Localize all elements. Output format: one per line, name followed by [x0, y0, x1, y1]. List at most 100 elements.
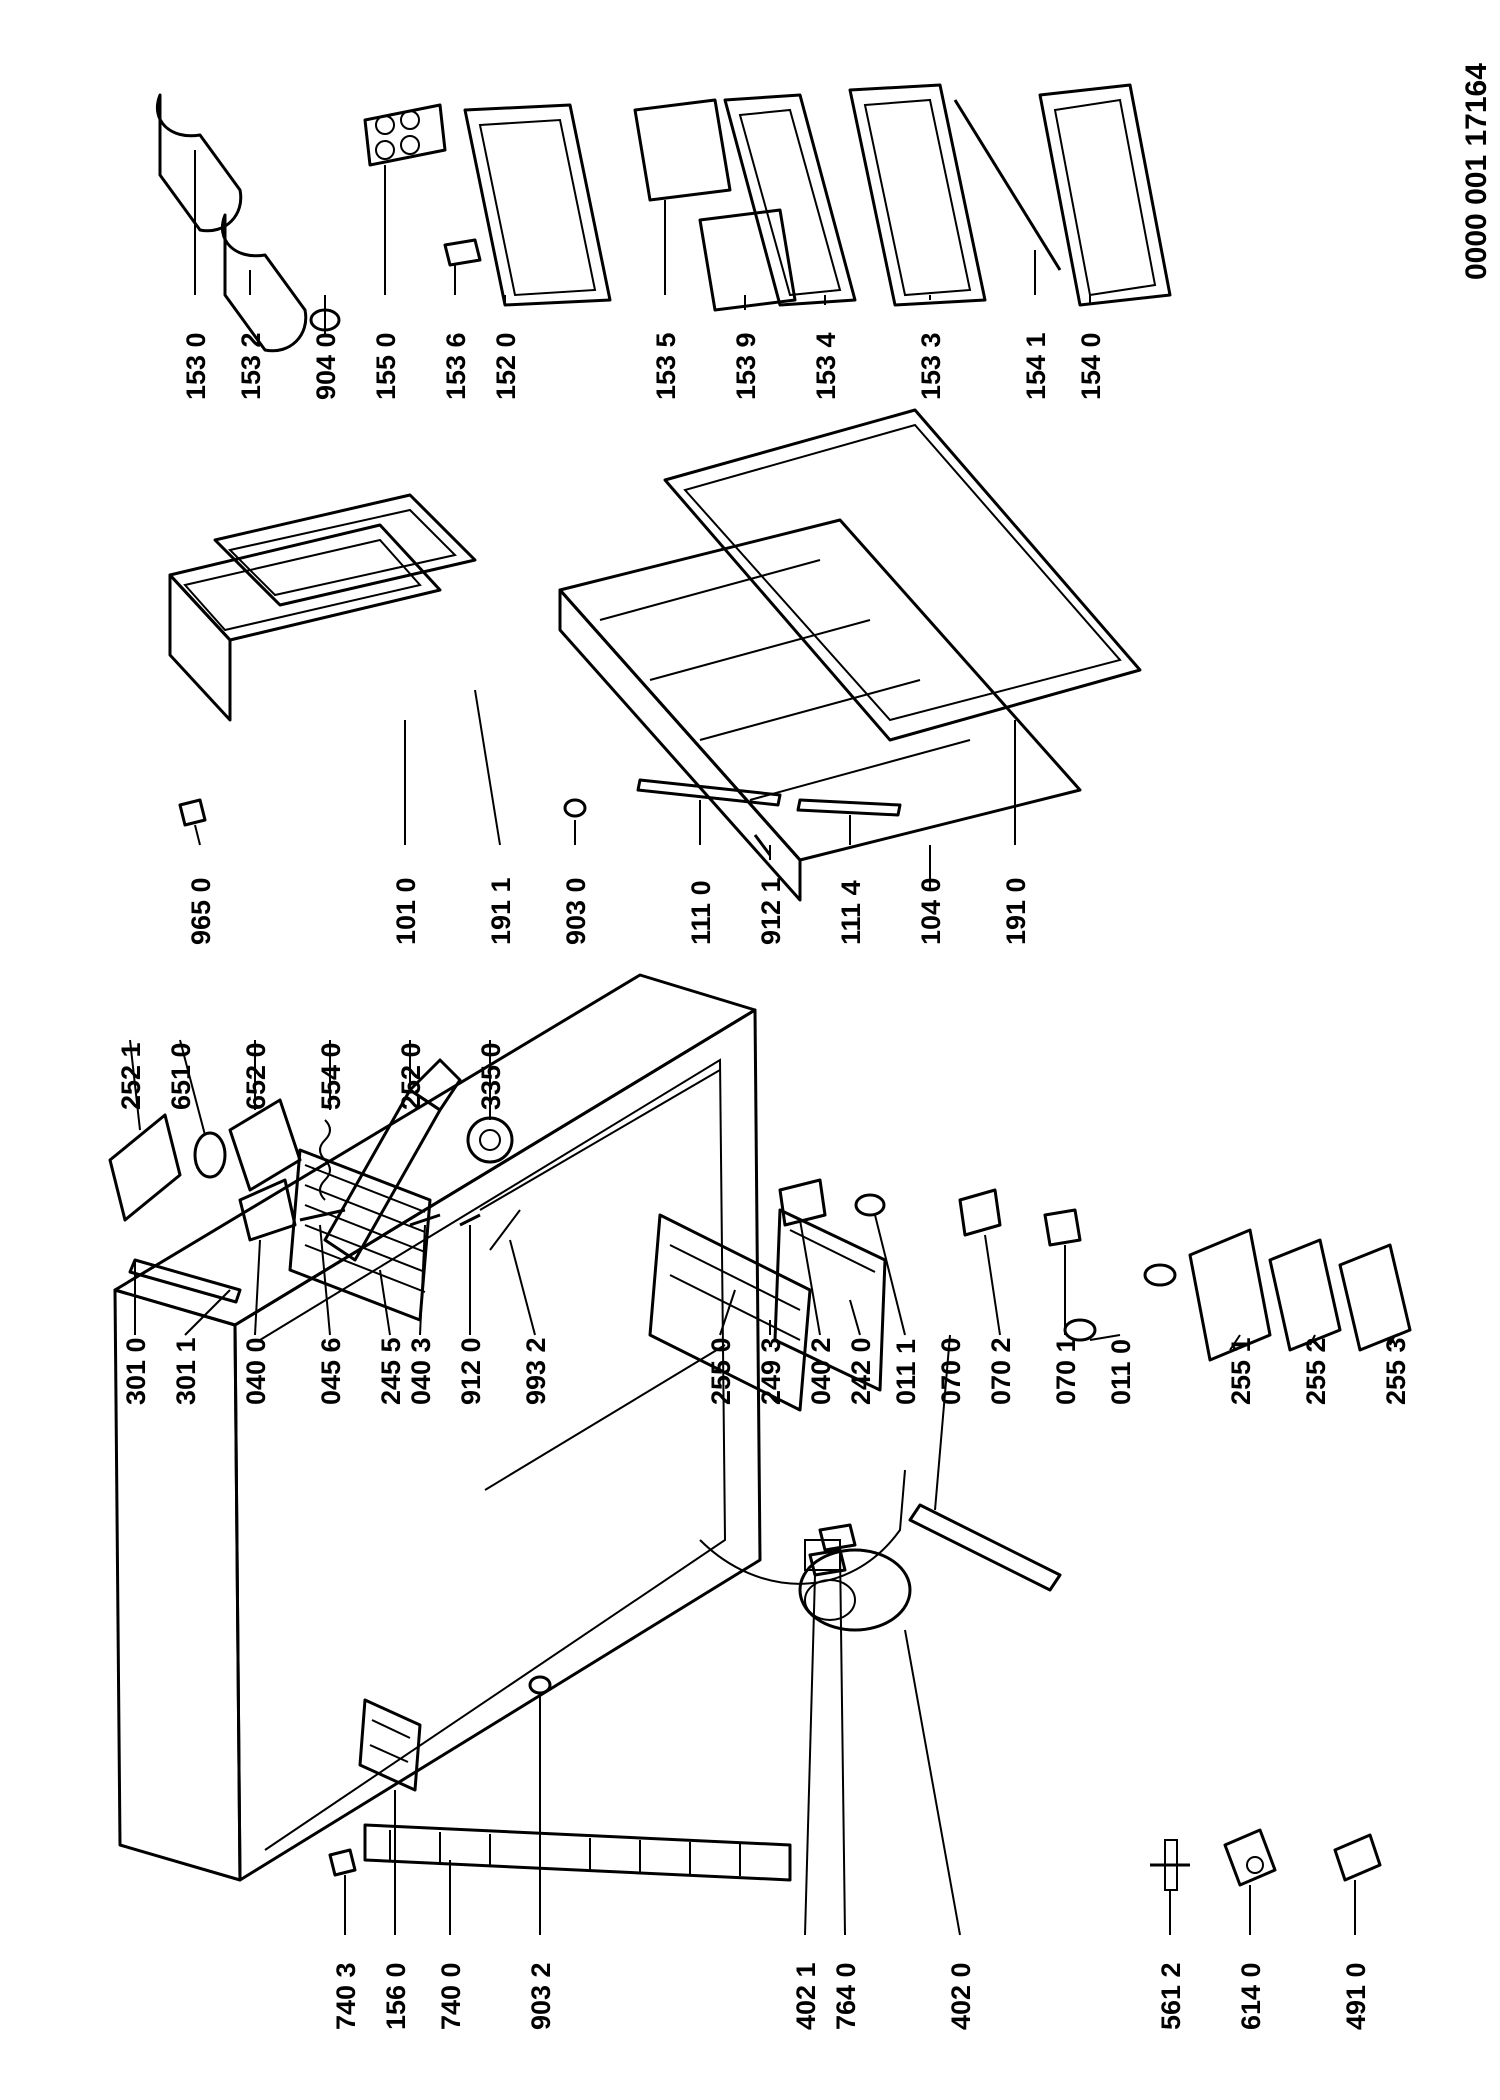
label-255-3: 255 3 — [1381, 1337, 1411, 1405]
relay-561-2 — [1150, 1839, 1190, 1891]
door-balcony-152-0 — [463, 103, 612, 307]
hinge-040-0 — [238, 1178, 297, 1242]
evaporator-245-5 — [288, 1148, 432, 1322]
label-045-6: 045 6 — [316, 1337, 346, 1405]
document-number: 0000 001 17164 — [1460, 63, 1493, 280]
control-panel-252-0 — [323, 1058, 462, 1262]
label-153-5: 153 5 — [651, 332, 681, 400]
label-101-0: 101 0 — [391, 877, 421, 945]
door-gasket-191-1 — [213, 493, 477, 607]
glass-shelf-255-2 — [1268, 1238, 1342, 1352]
screw-912-0 — [459, 1213, 481, 1227]
label-249-3: 249 3 — [756, 1337, 786, 1405]
freezer-door-101-0 — [168, 523, 442, 722]
label-153-9: 153 9 — [731, 332, 761, 400]
leader-lines — [129, 150, 1396, 1936]
pin-045-6 — [299, 1208, 346, 1222]
foot-011-1 — [854, 1193, 886, 1217]
label-255-0: 255 0 — [706, 1337, 736, 1405]
plate-111-4 — [796, 798, 902, 817]
label-155-0: 155 0 — [371, 332, 401, 400]
label-335-0: 335 0 — [476, 1042, 506, 1110]
egg-shelf-153-2 — [220, 213, 308, 353]
label-191-0: 191 0 — [1001, 877, 1031, 945]
glass-shelf-255-3 — [1338, 1243, 1412, 1352]
egg-tray-155-0 — [363, 103, 447, 167]
foot-011-0 — [1063, 1263, 1177, 1342]
label-111-0: 111 0 — [686, 880, 716, 945]
egg-shelf-153-0 — [155, 93, 243, 233]
cover-491-0 — [1333, 1833, 1382, 1882]
control-housing-252-1 — [108, 1113, 182, 1222]
sensor-993-2 — [489, 1209, 521, 1251]
bracket-764-0 — [818, 1523, 857, 1552]
inner-shelf-255-0 — [648, 1213, 812, 1412]
cover-070-2 — [958, 1188, 1002, 1237]
label-740-3: 740 3 — [331, 1962, 361, 2030]
label-153-3: 153 3 — [916, 332, 946, 400]
label-191-1: 191 1 — [486, 877, 516, 945]
label-402-1: 402 1 — [791, 1962, 821, 2030]
kick-plate-070-0 — [908, 1503, 1062, 1592]
screw-903-0 — [563, 798, 587, 818]
label-152-0: 152 0 — [491, 332, 521, 400]
screw-903-2 — [528, 1675, 552, 1695]
label-156-0: 156 0 — [381, 1962, 411, 2030]
label-070-1: 070 1 — [1051, 1337, 1081, 1405]
label-614-0: 614 0 — [1236, 1962, 1266, 2030]
crisper-242-0 — [773, 1208, 887, 1392]
label-104-0: 104 0 — [916, 877, 946, 945]
spring-554-0 — [319, 1119, 331, 1201]
fridge-door-104-0 — [558, 518, 1082, 902]
label-040-2: 040 2 — [806, 1337, 836, 1405]
screw-912-1 — [753, 834, 772, 856]
glass-shelf-255-1 — [1188, 1228, 1272, 1362]
top-strip-301-0 — [128, 1258, 242, 1304]
label-111-4: 111 4 — [836, 880, 866, 945]
label-764-0: 764 0 — [831, 1962, 861, 2030]
label-301-1: 301 1 — [171, 1337, 201, 1405]
label-255-1: 255 1 — [1226, 1337, 1256, 1405]
bottle-rack-153-9 — [698, 208, 797, 312]
label-491-0: 491 0 — [1341, 1962, 1371, 2030]
label-561-2: 561 2 — [1156, 1962, 1186, 2030]
label-554-0: 554 0 — [316, 1042, 346, 1110]
label-740-0: 740 0 — [436, 1962, 466, 2030]
thermostat-652-0 — [228, 1098, 302, 1192]
label-912-1: 912 1 — [756, 877, 786, 945]
label-912-0: 912 0 — [456, 1337, 486, 1405]
door-balcony-153-4 — [723, 93, 857, 307]
door-balcony-153-3 — [848, 83, 987, 307]
door-gasket-191-0 — [663, 408, 1142, 742]
label-242-0: 242 0 — [846, 1337, 876, 1405]
label-402-0: 402 0 — [946, 1962, 976, 2030]
label-070-2: 070 2 — [986, 1337, 1016, 1405]
label-903-2: 903 2 — [526, 1962, 556, 2030]
knob-335-0 — [466, 1116, 514, 1164]
lamp-651-0 — [193, 1131, 227, 1179]
label-965-0: 965 0 — [186, 877, 216, 945]
label-011-0: 011 0 — [1106, 1339, 1136, 1405]
condenser-740-0 — [363, 1823, 792, 1882]
label-252-1: 252 1 — [116, 1042, 146, 1110]
label-255-2: 255 2 — [1301, 1337, 1331, 1405]
hinge-111-0 — [636, 778, 782, 807]
label-070-0: 070 0 — [936, 1337, 966, 1405]
cover-070-1 — [1043, 1208, 1082, 1247]
label-153-2: 153 2 — [236, 332, 266, 400]
cap-965-0 — [178, 798, 207, 827]
bottle-balcony-154-0 — [1038, 83, 1172, 307]
label-040-3: 040 3 — [406, 1337, 436, 1405]
label-651-0: 651 0 — [166, 1042, 196, 1110]
label-252-0: 252 0 — [396, 1042, 426, 1110]
label-153-6: 153 6 — [441, 332, 471, 400]
capacitor-402-1 — [808, 1548, 847, 1577]
label-040-0: 040 0 — [241, 1337, 271, 1405]
part-labels: 153 0 153 2 904 0 155 0 153 6 152 0 153 … — [116, 332, 1411, 2030]
cabinet-body — [113, 973, 906, 1882]
label-154-0: 154 0 — [1076, 332, 1106, 400]
label-993-2: 993 2 — [521, 1337, 551, 1405]
label-903-0: 903 0 — [561, 877, 591, 945]
bar-154-1 — [953, 99, 1062, 271]
